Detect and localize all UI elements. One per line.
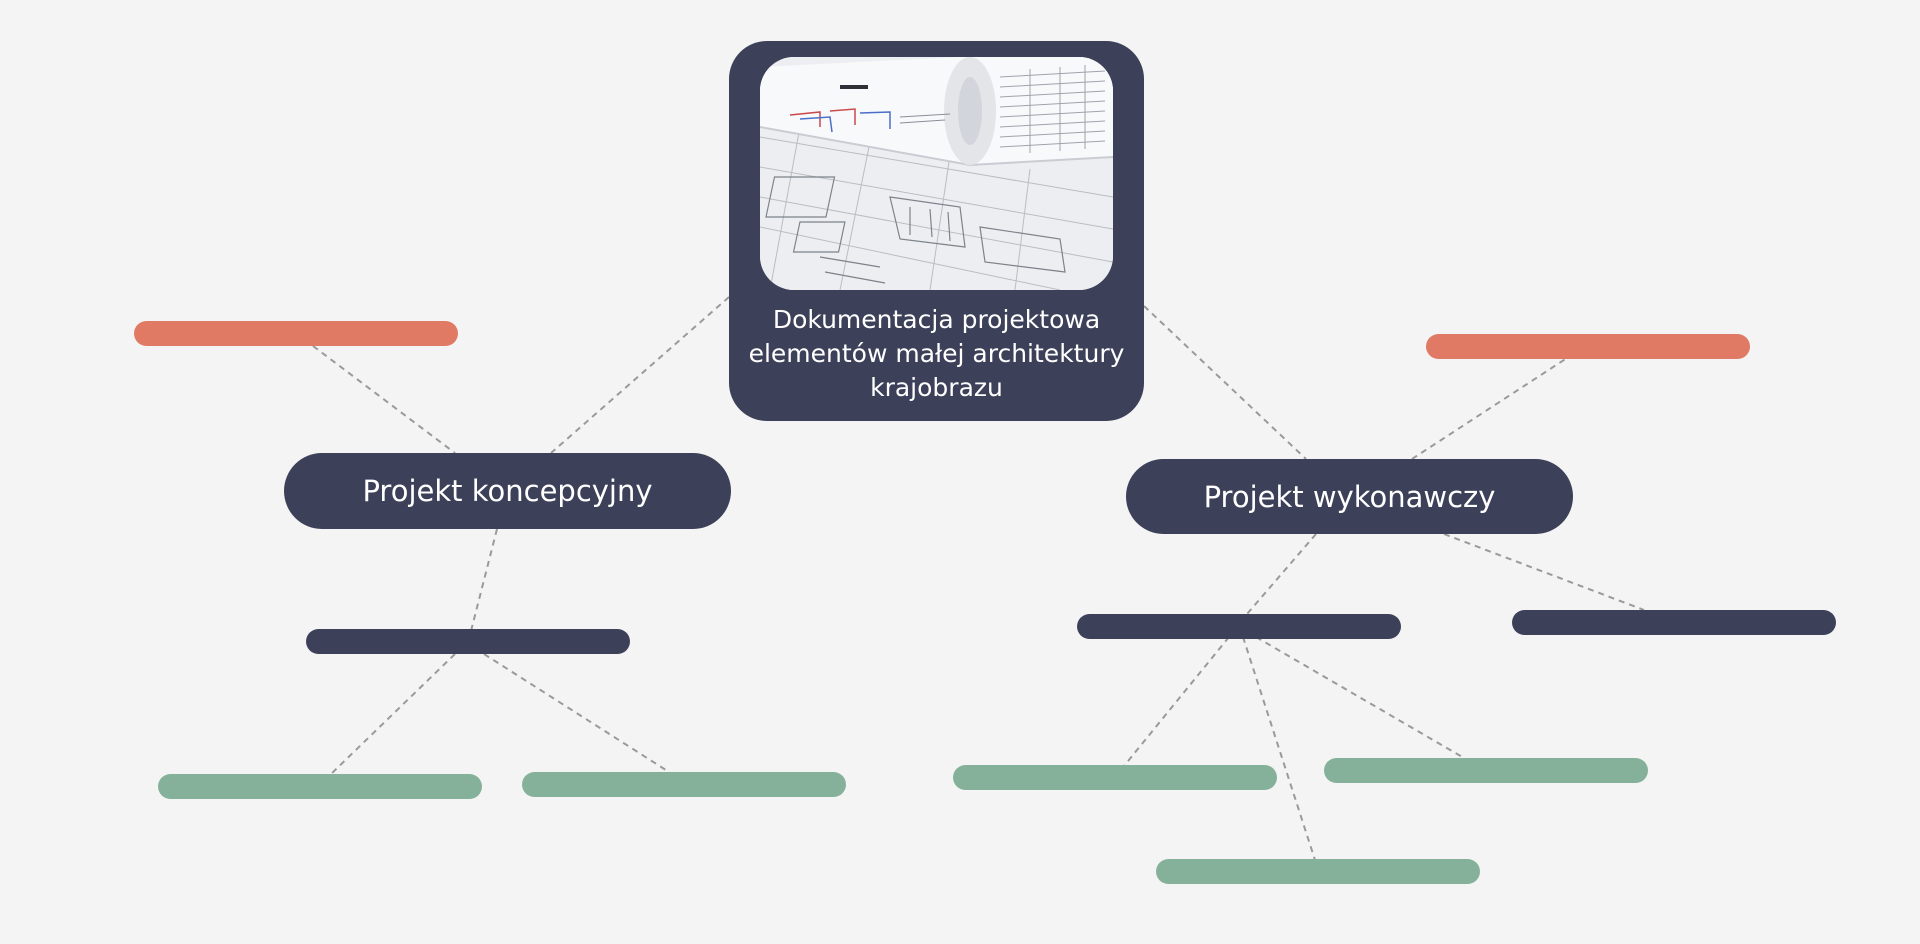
note-bar-right[interactable] — [1426, 334, 1750, 359]
connector-right-child1 — [1246, 533, 1317, 615]
connector-left-child-leaf1 — [329, 653, 456, 776]
connector-right-child2 — [1443, 533, 1645, 611]
leaf-bar-left-2[interactable] — [522, 772, 846, 797]
connector-left-note — [312, 345, 456, 454]
topic-projekt-koncepcyjny[interactable]: Projekt koncepcyjny — [284, 453, 731, 529]
connector-left-child-leaf2 — [483, 653, 670, 773]
leaf-bar-right-2[interactable] — [1324, 758, 1648, 783]
leaf-bar-right-3[interactable] — [1156, 859, 1480, 884]
root-node[interactable]: Dokumentacja projektowa elementów małej … — [729, 41, 1144, 421]
connector-right-note — [1411, 357, 1568, 460]
subtopic-bar-right-1[interactable] — [1077, 614, 1401, 639]
connector-right-child1-leaf1 — [1123, 636, 1230, 767]
connector-right-child1-leaf3 — [1255, 636, 1465, 759]
topic-projekt-wykonawczy[interactable]: Projekt wykonawczy — [1126, 459, 1573, 534]
blueprint-image — [760, 57, 1113, 290]
subtopic-bar-right-2[interactable] — [1512, 610, 1836, 635]
connector-left-child — [470, 528, 498, 632]
leaf-bar-left-1[interactable] — [158, 774, 482, 799]
note-bar-left[interactable] — [134, 321, 458, 346]
root-title: Dokumentacja projektowa elementów małej … — [748, 305, 1125, 402]
leaf-bar-right-1[interactable] — [953, 765, 1277, 790]
connector-root-left — [550, 296, 730, 454]
subtopic-bar-left[interactable] — [306, 629, 630, 654]
connector-right-child1-leaf2 — [1242, 636, 1316, 861]
connector-root-right — [1143, 305, 1307, 460]
